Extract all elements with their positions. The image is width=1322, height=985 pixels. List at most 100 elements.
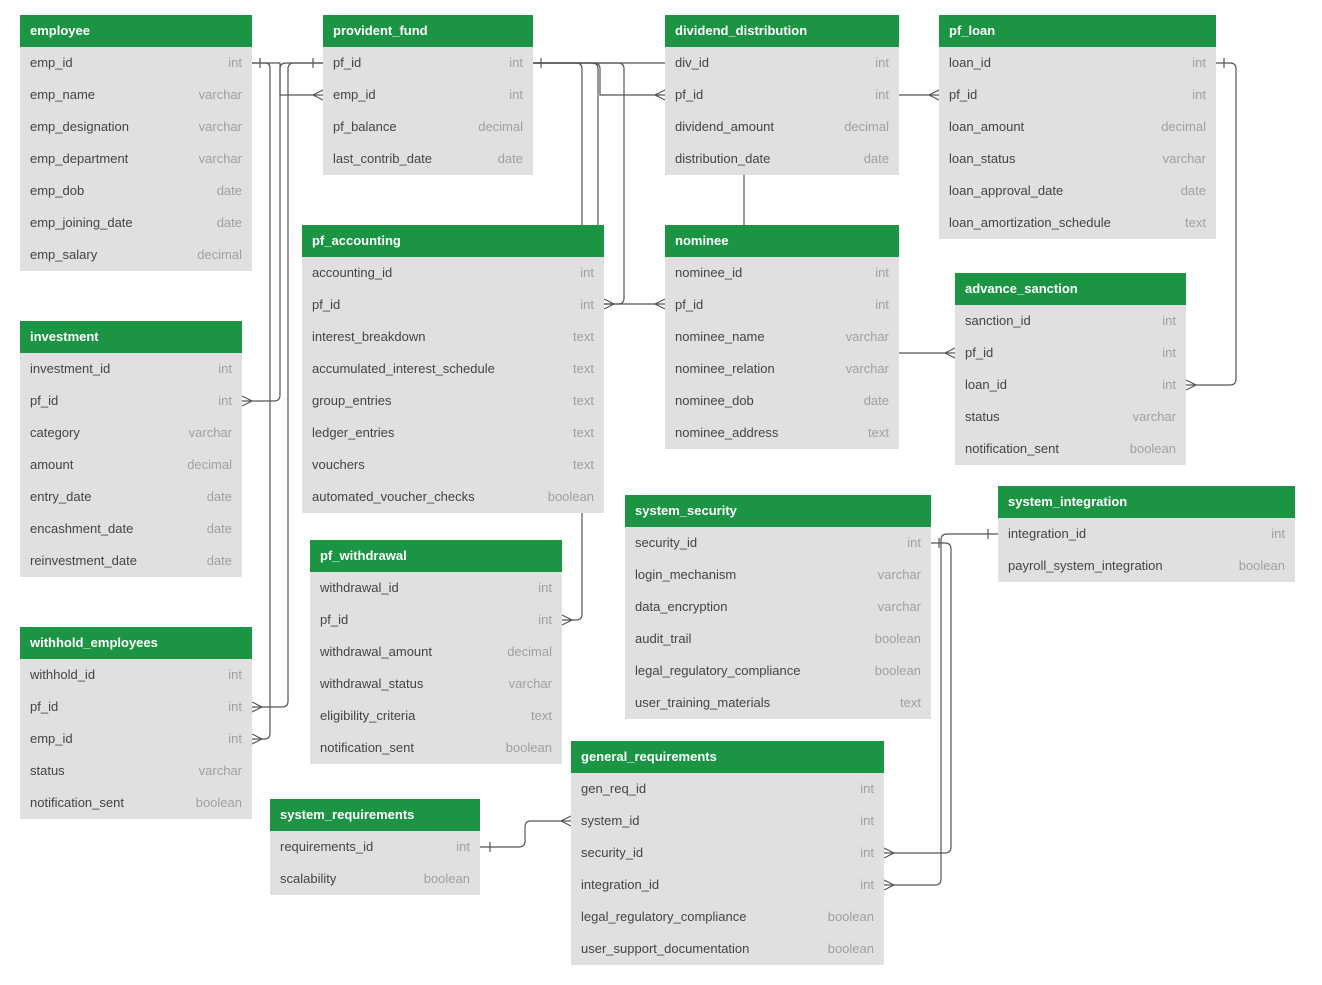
table-title[interactable]: withhold_employees	[20, 627, 252, 659]
table-title[interactable]: nominee	[665, 225, 899, 257]
table-title[interactable]: system_requirements	[270, 799, 480, 831]
table-title[interactable]: system_integration	[998, 486, 1295, 518]
table-title[interactable]: dividend_distribution	[665, 15, 899, 47]
table-title[interactable]: employee	[20, 15, 252, 47]
table-title[interactable]: system_security	[625, 495, 931, 527]
table-title[interactable]: investment	[20, 321, 242, 353]
table-title[interactable]: pf_withdrawal	[310, 540, 562, 572]
table-title[interactable]: pf_loan	[939, 15, 1216, 47]
table-title[interactable]: general_requirements	[571, 741, 884, 773]
table-title[interactable]: provident_fund	[323, 15, 533, 47]
table-title[interactable]: advance_sanction	[955, 273, 1186, 305]
